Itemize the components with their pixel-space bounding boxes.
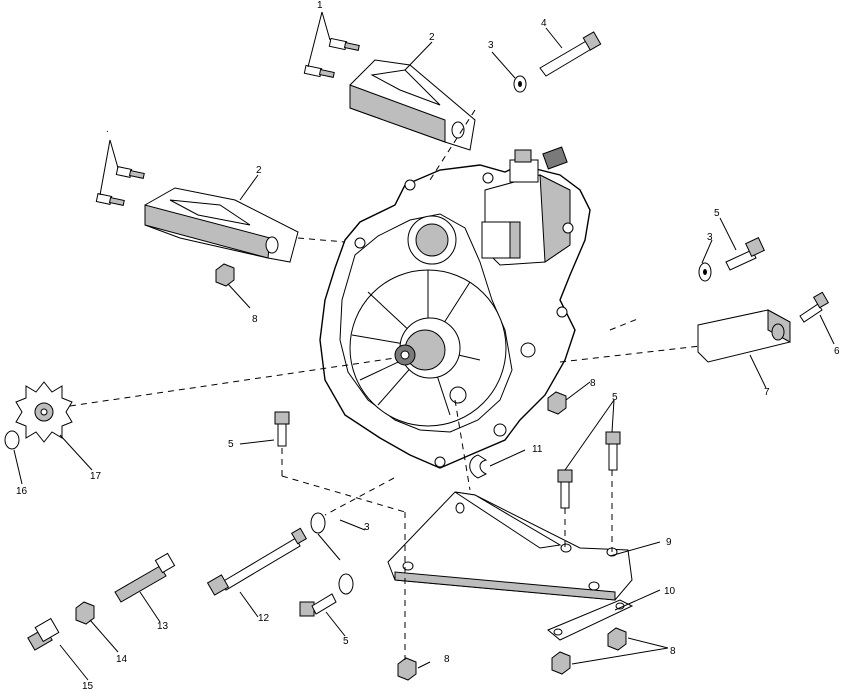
bolt-5-right [725, 237, 765, 271]
leader-lines [13, 11, 835, 681]
mount-bracket-left [144, 187, 299, 263]
pin-4 [539, 31, 602, 77]
callout-1: 1 [317, 0, 323, 11]
bolt-12 [206, 527, 308, 596]
callout-11: 11 [532, 444, 543, 455]
callout-5-bottom: 5 [343, 636, 349, 647]
washers [310, 75, 712, 595]
callout-4: 4 [541, 18, 547, 29]
nuts-8 [215, 263, 627, 681]
callout-3-right: 3 [707, 232, 713, 243]
clip-11 [469, 454, 488, 479]
callout-dot: . [106, 124, 109, 135]
callout-5-right: 5 [714, 208, 720, 219]
callout-8-right: 8 [670, 646, 676, 657]
callout-5-left: 5 [228, 439, 234, 450]
callout-3-top: 3 [488, 40, 494, 51]
callout-8-bottom: 8 [444, 654, 450, 665]
callout-3-bottom: 3 [364, 522, 370, 533]
bolt-6 [799, 291, 830, 323]
bolts-5-vertical [274, 411, 621, 509]
bolt-set-1 [95, 37, 360, 206]
stud-13 [114, 552, 176, 603]
bolt-5-bottom [299, 593, 337, 617]
callout-labels: 1 2 3 4 . 2 8 3 5 6 7 8 5 11 5 16 17 3 9… [16, 0, 840, 690]
callout-9: 9 [666, 537, 672, 548]
block-7 [697, 309, 791, 363]
sprocket-17 [15, 381, 73, 443]
callout-5-pair: 5 [612, 392, 618, 403]
callout-13: 13 [157, 621, 169, 632]
gearcase-housing [319, 146, 591, 469]
callout-8-mid: 8 [590, 378, 596, 389]
callout-7: 7 [764, 387, 770, 398]
callout-8-left: 8 [252, 314, 258, 325]
callout-2-left: 2 [256, 165, 262, 176]
mount-plate-9 [387, 491, 633, 601]
callout-15: 15 [82, 681, 94, 690]
callout-14: 14 [116, 654, 128, 665]
nut-14 [75, 601, 95, 625]
assembly-lines [69, 109, 701, 660]
callout-17: 17 [90, 471, 102, 482]
plug-15 [27, 617, 60, 651]
callout-6: 6 [834, 346, 840, 357]
mount-bracket-top [349, 59, 476, 151]
callout-16: 16 [16, 486, 28, 497]
callout-2-top: 2 [429, 32, 435, 43]
callout-10: 10 [664, 586, 676, 597]
plate-10 [547, 599, 634, 641]
clip-16 [4, 430, 20, 450]
callout-12: 12 [258, 613, 270, 624]
